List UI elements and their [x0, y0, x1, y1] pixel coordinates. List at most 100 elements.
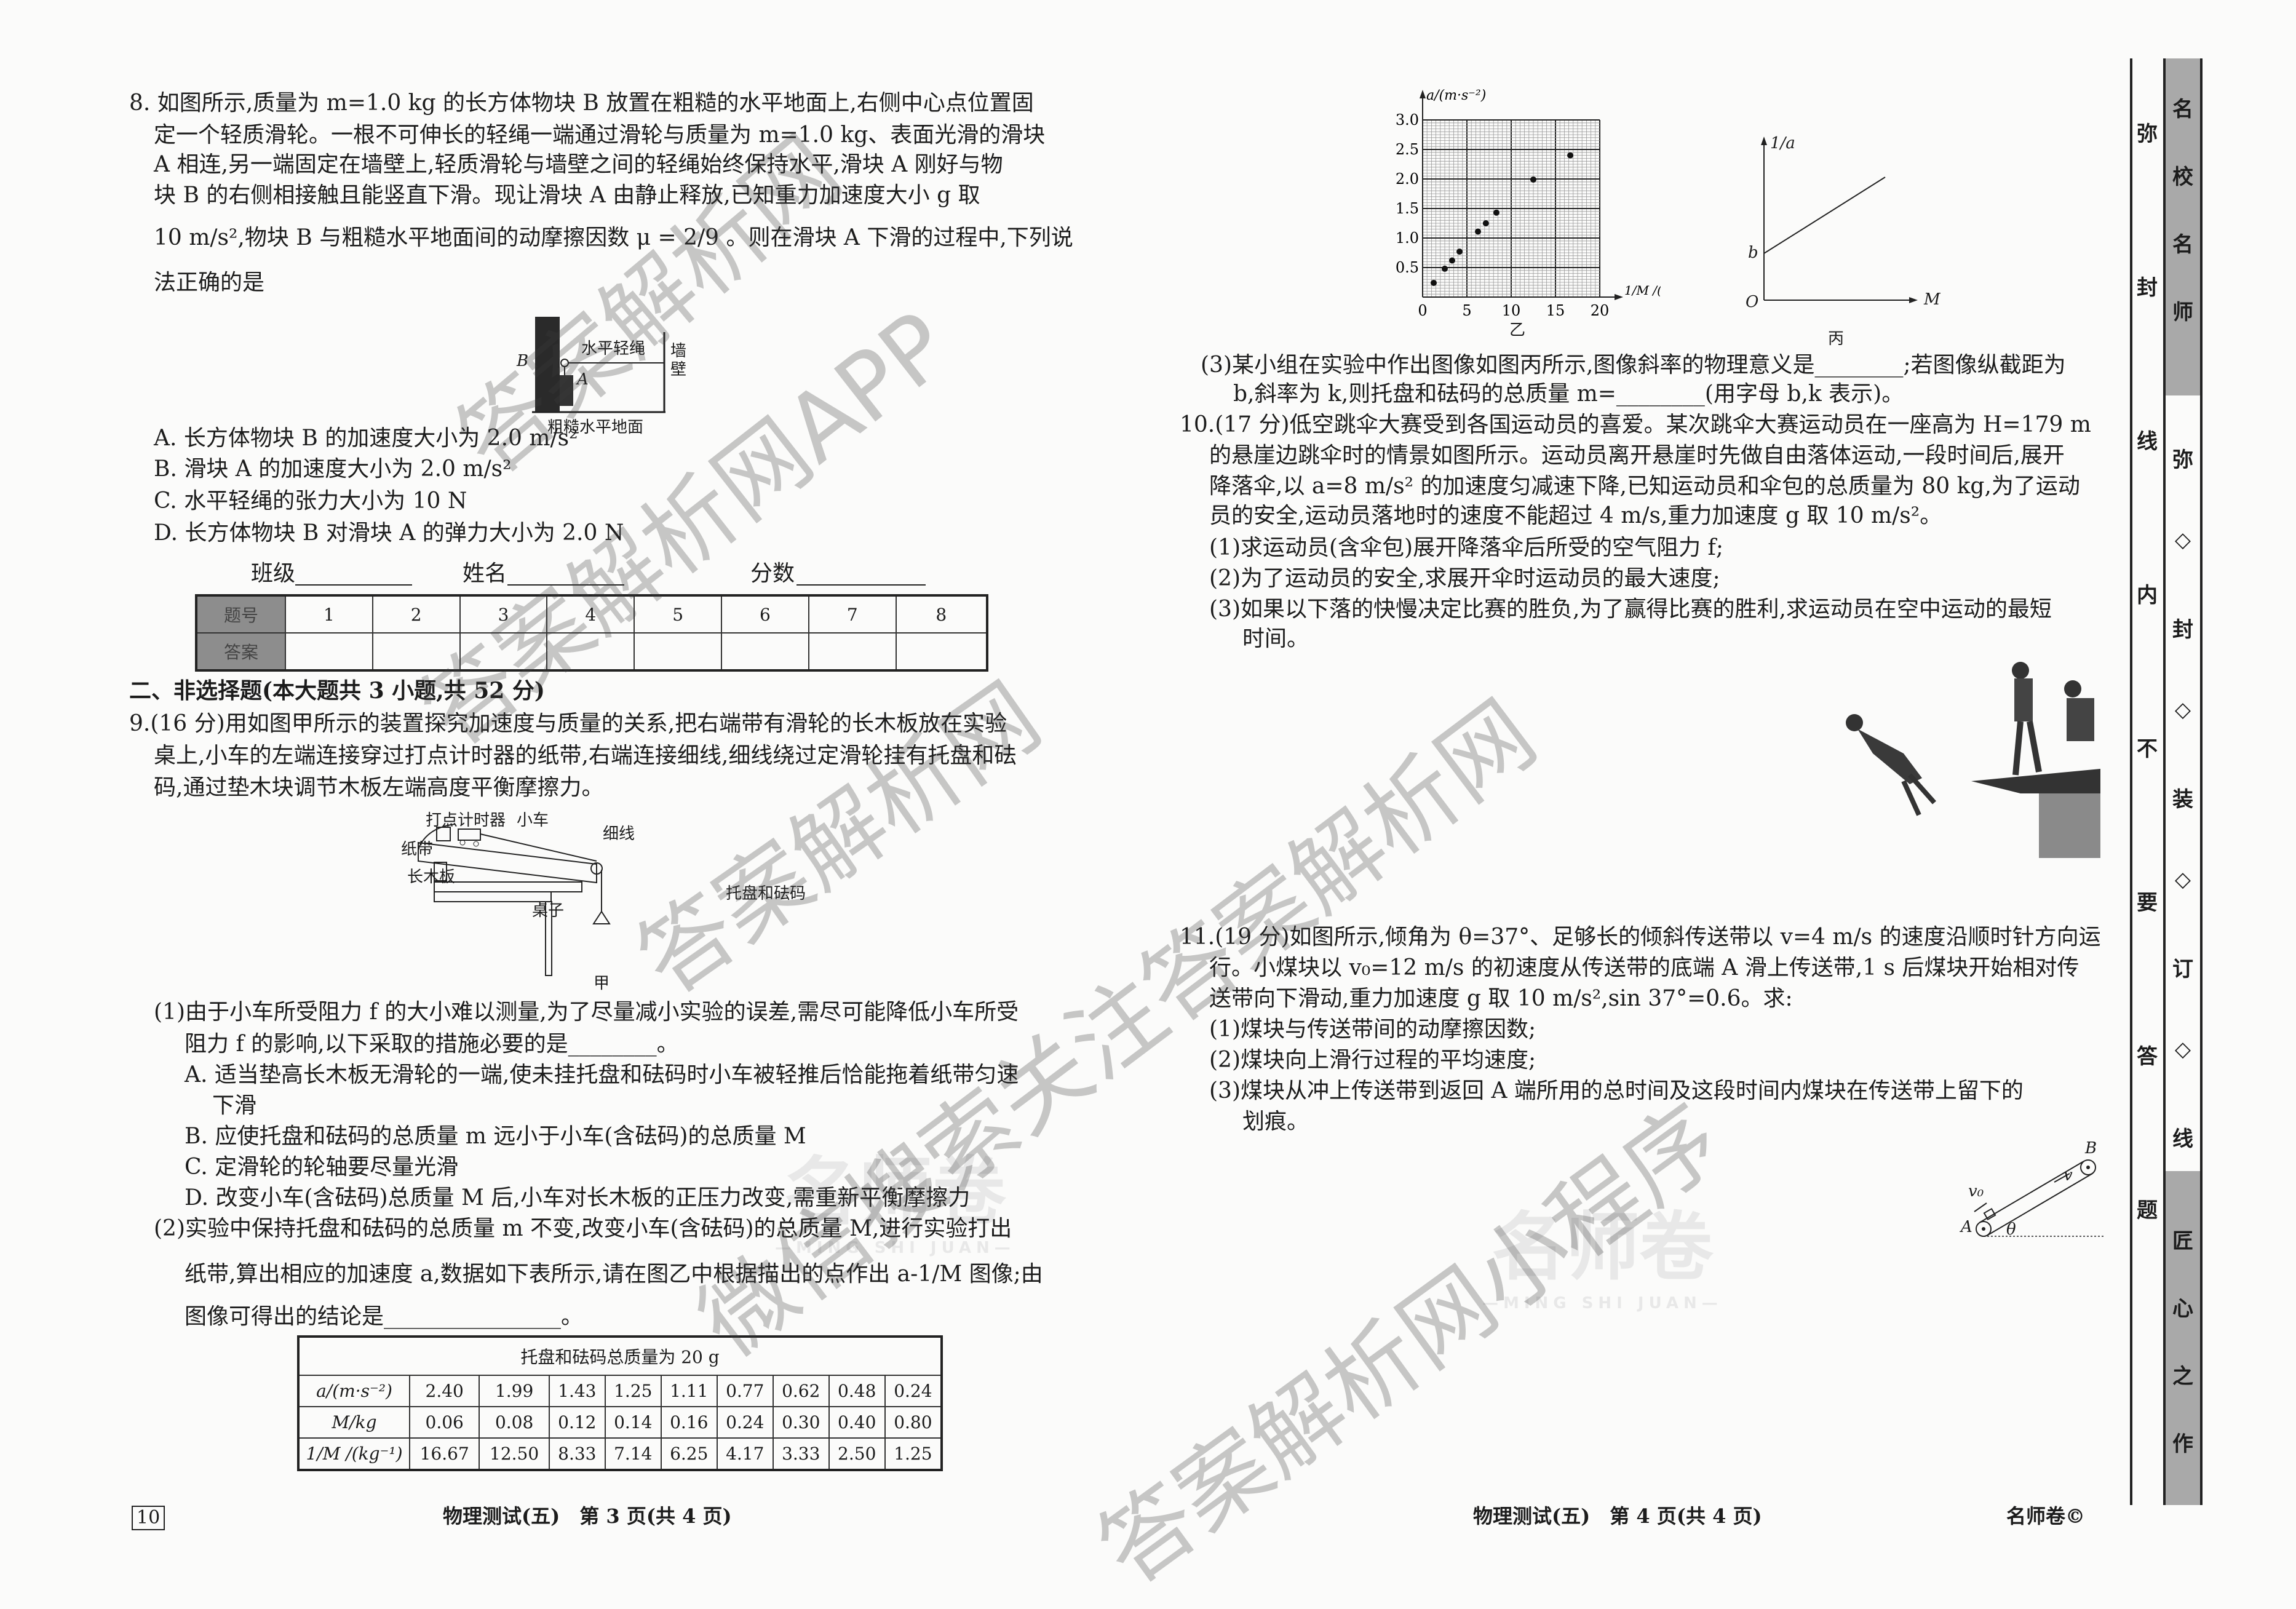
answer-cell[interactable] — [285, 632, 373, 671]
strip-inner-char: 弥 — [2137, 122, 2158, 146]
y-tick-label: 2.5 — [1396, 141, 1419, 158]
q10-line: 10.(17 分)低空跳伞大赛受到各国运动员的喜爱。某次跳伞大赛运动员在一座高为… — [1180, 412, 2091, 437]
y-tick-label: 1.0 — [1396, 229, 1419, 247]
answer-table-number: 6 — [721, 595, 809, 634]
y-axis-label: a/(m·s⁻²) — [1426, 88, 1486, 103]
data-table-cell: 12.50 — [479, 1437, 550, 1471]
answer-cell[interactable] — [895, 632, 988, 671]
data-point — [1482, 220, 1489, 226]
footer-right: 物理测试(五) 第 4 页(共 4 页) — [1473, 1504, 1762, 1528]
data-point — [1567, 152, 1574, 159]
label-desk: 桌子 — [532, 902, 565, 920]
data-table-cell: 1.25 — [604, 1374, 662, 1407]
q9-p3-line: (3)某小组在实验中作出图像如图丙所示,图像斜率的物理意义是________;若… — [1201, 352, 2066, 378]
answer-table-number: 2 — [371, 595, 461, 634]
answer-cell[interactable] — [459, 632, 548, 671]
answer-table-header-answer: 答案 — [196, 632, 286, 671]
data-table-row-label: a/(m·s⁻²) — [298, 1374, 410, 1407]
label-tape: 纸带 — [401, 840, 434, 859]
x-tick-label: 10 — [1502, 302, 1521, 319]
x-tick-label: 20 — [1591, 302, 1610, 319]
strip-inner-char: 线 — [2137, 429, 2158, 454]
strip-outer-char: 弥 — [2172, 448, 2193, 472]
data-table-cell: 2.50 — [828, 1437, 886, 1471]
class-field[interactable] — [295, 584, 412, 586]
strip-outer-char: 匠 — [2172, 1229, 2193, 1253]
q11-subquestion: (3)煤块从冲上传送带到返回 A 端所用的总时间及这段时间内煤块在传送带上留下的 — [1209, 1078, 2024, 1103]
strip-outer-char: 装 — [2172, 787, 2193, 812]
answer-table-number: 5 — [634, 595, 723, 634]
strip-outer-char: ◇ — [2174, 1037, 2191, 1062]
q9-p1-line: B. 应使托盘和砝码的总质量 m 远小于小车(含砝码)的总质量 M — [185, 1124, 806, 1149]
q8-option: B. 滑块 A 的加速度大小为 2.0 m/s² — [154, 456, 512, 482]
data-table-cell: 1.25 — [884, 1437, 943, 1471]
section-2-heading: 二、非选择题(本大题共 3 小题,共 52 分) — [129, 678, 545, 704]
chart-bing-caption: 丙 — [1828, 330, 1845, 348]
label-wall-2: 壁 — [670, 360, 687, 379]
figure-jia-apparatus — [418, 824, 611, 976]
strip-outer-char: 订 — [2172, 957, 2193, 982]
answer-cell[interactable] — [634, 632, 723, 671]
data-table-cell: 0.24 — [884, 1374, 943, 1407]
q9-p1-line: D. 改变小车(含砝码)总质量 M 后,小车对长木板的正压力改变,需重新平衡摩擦… — [185, 1185, 971, 1210]
x-tick-label: 5 — [1462, 302, 1471, 319]
label-b: B — [517, 352, 529, 370]
page-number-box: 10 — [132, 1506, 165, 1530]
q9-p2-line: (2)实验中保持托盘和砝码的总质量 m 不变,改变小车(含砝码)的总质量 M,进… — [154, 1216, 1012, 1241]
answer-cell[interactable] — [721, 632, 809, 671]
data-table-cell: 0.24 — [716, 1405, 774, 1439]
q9-line: 码,通过垫木块调节木板左端高度平衡摩擦力。 — [154, 775, 604, 800]
label-theta: θ — [2006, 1220, 2016, 1239]
data-table-cell: 0.12 — [548, 1405, 606, 1439]
q8-line: A 相连,另一端固定在墙壁上,轻质滑轮与墙壁之间的轻绳始终保持水平,滑块 A 刚… — [154, 152, 1003, 177]
y-tick-label: 1.5 — [1396, 200, 1419, 217]
label-v: v — [2064, 1166, 2073, 1185]
label-b-end: B — [2085, 1139, 2097, 1158]
q9-p1-line: C. 定滑轮的轮轴要尽量光滑 — [185, 1154, 459, 1180]
answer-table-number: 3 — [459, 595, 548, 634]
strip-outer-char: 作 — [2172, 1432, 2193, 1456]
label-weights: 托盘和砝码 — [726, 884, 806, 903]
figure-q11-conveyor — [1974, 1159, 2103, 1237]
q9-p1-line: (1)由于小车所受阻力 f 的大小难以测量,为了尽量减小实验的误差,需尽可能降低… — [154, 999, 1019, 1025]
name-field[interactable] — [507, 584, 624, 586]
data-point — [1431, 279, 1437, 286]
strip-outer-char: 校 — [2172, 165, 2193, 189]
strip-line-1 — [2130, 58, 2132, 1505]
brand-footer: 名师卷© — [2006, 1504, 2086, 1528]
y-tick-label: 2.0 — [1396, 170, 1419, 188]
strip-outer-char: 线 — [2172, 1127, 2193, 1151]
data-table-row-label: M/kg — [298, 1405, 410, 1439]
q8-line: 块 B 的右侧相接触且能竖直下滑。现让滑块 A 由静止释放,已知重力加速度大小 … — [154, 183, 980, 208]
data-point — [1530, 176, 1536, 183]
answer-table-number: 1 — [285, 595, 373, 634]
score-field[interactable] — [796, 584, 926, 586]
q8-option: C. 水平轻绳的张力大小为 10 N — [154, 488, 467, 514]
data-table-cell: 7.14 — [604, 1437, 662, 1471]
label-ground: 粗糙水平地面 — [547, 418, 644, 437]
q8-option: D. 长方体物块 B 对滑块 A 的弹力大小为 2.0 N — [154, 520, 624, 546]
answer-cell[interactable] — [546, 632, 635, 671]
y-tick-label: 3.0 — [1396, 111, 1419, 129]
q9-p3-line: b,斜率为 k,则托盘和砝码的总质量 m=________(用字母 b,k 表示… — [1233, 381, 1904, 407]
x-tick-label: 0 — [1418, 302, 1427, 319]
q10-line: 员的安全,运动员落地时的速度不能超过 4 m/s,重力加速度 g 取 10 m/… — [1209, 503, 1942, 528]
strip-outer-char: 名 — [2172, 232, 2193, 257]
answer-table-number: 7 — [808, 595, 897, 634]
q8-option: A. 长方体物块 B 的加速度大小为 2.0 m/s² — [154, 426, 578, 451]
data-table-row-label: 1/M /(kg⁻¹) — [298, 1437, 410, 1471]
label-board: 长木板 — [407, 868, 456, 886]
chart-bing-origin: O — [1746, 293, 1759, 311]
strip-inner-char: 要 — [2137, 891, 2158, 915]
skydiving-photo — [1846, 662, 2100, 858]
answer-cell[interactable] — [808, 632, 897, 671]
strip-outer-char: ◇ — [2174, 528, 2191, 552]
strip-outer-char: 名 — [2172, 97, 2193, 122]
strip-outer-char: 师 — [2172, 300, 2193, 325]
data-point — [1448, 257, 1455, 264]
label-v0: v₀ — [1968, 1182, 1984, 1201]
answer-cell[interactable] — [371, 632, 461, 671]
data-table-cell: 1.99 — [479, 1374, 550, 1407]
